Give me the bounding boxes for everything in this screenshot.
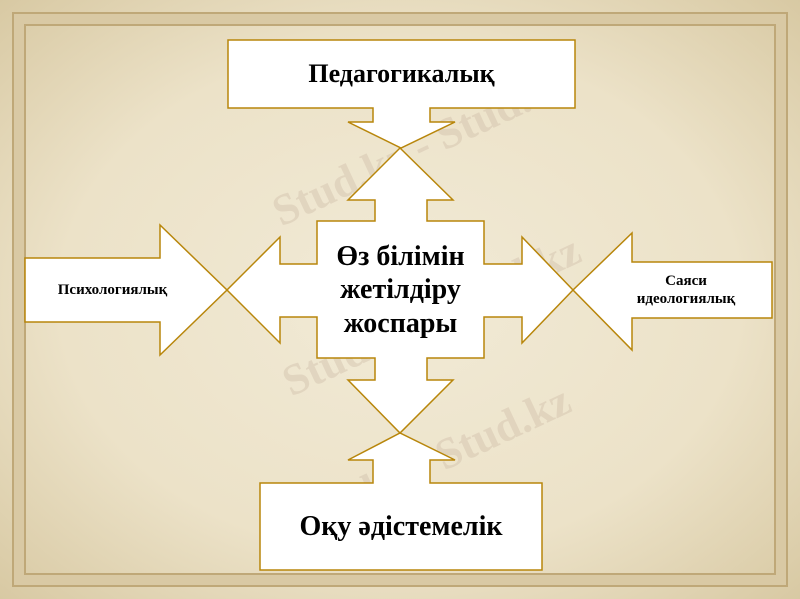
bottom-callout — [259, 432, 543, 571]
right-label-line: идеологиялық — [636, 291, 736, 307]
right-callout — [571, 231, 773, 352]
center-line: жетілдіру — [340, 274, 461, 306]
center-line: жоспары — [343, 307, 458, 339]
right-label-line: Саяси — [665, 273, 707, 289]
bottom-label: Оқу әдістемелік — [299, 510, 503, 542]
top-label: Педагогикалық — [308, 59, 495, 89]
center-line: Өз білімін — [336, 240, 465, 272]
top-callout — [227, 39, 576, 149]
left-callout — [24, 223, 229, 357]
center-label: Өз білімін жетілдіру жоспары — [317, 226, 484, 354]
center-quad-arrow — [225, 146, 575, 435]
left-label: Психологиялық — [57, 282, 168, 298]
decorative-frame — [14, 14, 786, 585]
right-label: Саяси идеологиялық — [600, 262, 772, 318]
